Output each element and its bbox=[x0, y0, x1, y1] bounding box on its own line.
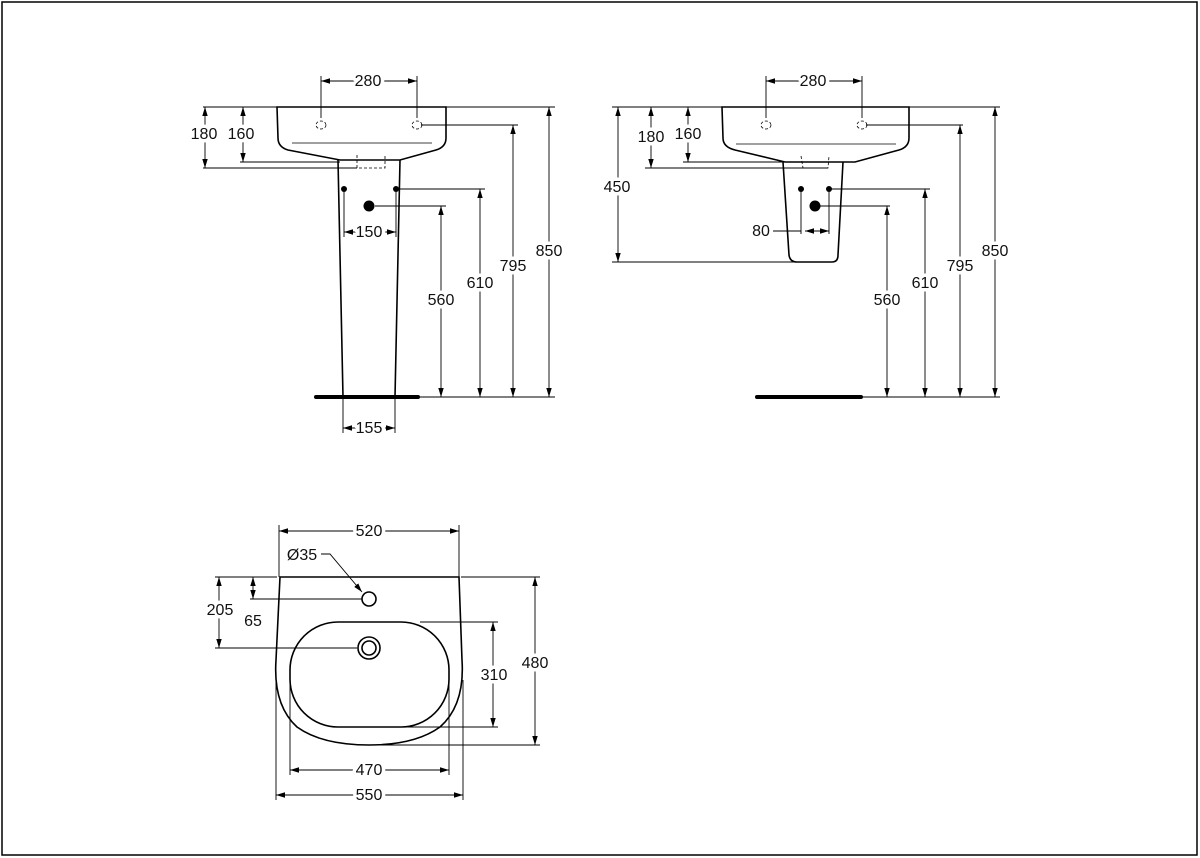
dim-155: 155 bbox=[356, 420, 383, 437]
dim-180: 180 bbox=[191, 126, 218, 143]
dim-450: 450 bbox=[604, 179, 631, 196]
dim-150: 150 bbox=[356, 224, 383, 241]
tap-hole-icon bbox=[411, 120, 423, 130]
dim-560: 560 bbox=[428, 292, 455, 309]
basin-plan-outline bbox=[274, 576, 464, 746]
dim-310: 310 bbox=[481, 667, 508, 684]
dim-610: 610 bbox=[467, 275, 494, 292]
dim-180: 180 bbox=[638, 129, 665, 146]
dim-550: 550 bbox=[356, 787, 383, 804]
tap-hole-icon bbox=[361, 591, 377, 607]
dim-160: 160 bbox=[228, 126, 255, 143]
dim-795: 795 bbox=[947, 258, 974, 275]
dim-tap-hole-diameter: Ø35 bbox=[287, 547, 317, 564]
tap-hole-icon bbox=[856, 120, 868, 130]
dim-160: 160 bbox=[675, 126, 702, 143]
semi-pedestal-elevation: 280 450 180 160 80 560 610 795 850 bbox=[600, 70, 1012, 399]
plan-view: 520 Ø35 205 65 310 480 470 550 bbox=[203, 520, 552, 808]
drain-icon bbox=[357, 636, 381, 660]
waste-point-icon bbox=[363, 200, 375, 212]
dim-tap-spacing: 280 bbox=[800, 73, 827, 90]
basin-outline bbox=[276, 106, 447, 161]
waste-point-icon bbox=[809, 200, 821, 212]
tap-hole-icon bbox=[315, 120, 327, 130]
dim-795: 795 bbox=[500, 258, 527, 275]
basin-outline bbox=[721, 106, 910, 163]
dim-480: 480 bbox=[522, 655, 549, 672]
dim-205: 205 bbox=[207, 602, 234, 619]
tap-hole-icon bbox=[760, 120, 772, 130]
dim-520: 520 bbox=[356, 523, 383, 540]
dim-560: 560 bbox=[874, 292, 901, 309]
semi-pedestal-outline bbox=[782, 161, 844, 263]
dim-65: 65 bbox=[244, 613, 262, 630]
dim-850: 850 bbox=[536, 243, 563, 260]
pedestal-elevation: 280 180 160 150 560 610 795 850 155 bbox=[187, 70, 566, 441]
dim-610: 610 bbox=[912, 275, 939, 292]
leader-line bbox=[321, 553, 363, 593]
bowl-outline bbox=[289, 621, 450, 728]
dim-470: 470 bbox=[356, 762, 383, 779]
dim-850: 850 bbox=[982, 243, 1009, 260]
pedestal-outline bbox=[337, 159, 401, 398]
dim-80: 80 bbox=[752, 223, 770, 240]
dim-tap-spacing: 280 bbox=[355, 73, 382, 90]
